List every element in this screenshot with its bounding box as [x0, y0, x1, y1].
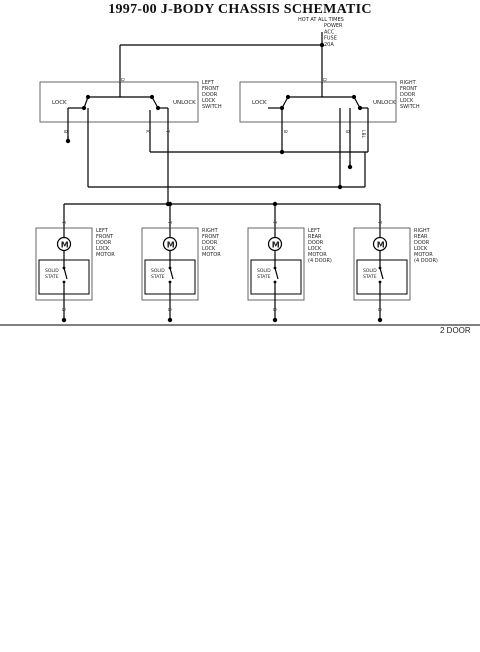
motor-2-solid-label-2: STATE — [151, 274, 165, 280]
motor-4-top-pin: T — [376, 220, 382, 224]
motor-1-switch — [63, 267, 68, 280]
motor-1-ground-icon — [61, 317, 67, 323]
switch-1-ground-icon — [65, 138, 71, 144]
motor-3-solid-label-2: STATE — [257, 274, 271, 280]
motor-4-icon — [372, 236, 388, 252]
switch-2-pin-2: B — [344, 130, 350, 133]
dynamic-layer: HOT AT ALL TIMESPOWERACCFUSE20ALEFTFRONT… — [35, 17, 438, 323]
motor-1-symbol: M — [61, 241, 69, 250]
motor-4-solid-label-2: STATE — [363, 274, 377, 280]
switch-1-unlock-label: UNLOCK — [173, 100, 196, 106]
switch-1-label-3: DOOR — [202, 92, 218, 98]
power-label-2: POWER — [324, 23, 343, 29]
left-switch-box — [39, 81, 199, 123]
motor-4-label-6: (4 DOOR) — [414, 258, 438, 264]
motor-4-label-2: REAR — [414, 234, 428, 240]
motor-3-label-6: (4 DOOR) — [308, 258, 332, 264]
power-label-1: HOT AT ALL TIMES — [298, 17, 344, 23]
motor-4-symbol: M — [377, 241, 385, 250]
motor-2-label-1: RIGHT — [202, 228, 219, 234]
page-title: 1997-00 J-BODY CHASSIS SCHEMATIC — [108, 2, 372, 17]
motor-4-label-3: DOOR — [414, 240, 430, 246]
motor-1-solid-label-2: STATE — [45, 274, 59, 280]
switch-2-pin-3: LBL — [360, 130, 366, 139]
motor-1-bottom-pin: B — [60, 308, 66, 311]
switch-1-label-4: LOCK — [202, 98, 216, 104]
switch-1-pin-3: T — [164, 129, 170, 133]
switch-2-top-pin: D — [321, 78, 327, 82]
motor-2-symbol: M — [167, 241, 175, 250]
switch-1-label-1: LEFT — [202, 80, 215, 86]
switch-1-label-5: SWITCH — [202, 104, 222, 110]
motor-2-top-pin: T — [166, 220, 172, 224]
motor-4-contact-1 — [378, 266, 382, 270]
motor-2-ground-icon — [167, 317, 173, 323]
motor-1-label-5: MOTOR — [96, 252, 115, 258]
motor-3-switch — [274, 267, 279, 280]
switch-2-label-2: FRONT — [400, 86, 418, 92]
switch-1-lock-label: LOCK — [52, 100, 67, 106]
door-count-label: 2 DOOR — [440, 326, 471, 335]
switch-2-label-3: DOOR — [400, 92, 416, 98]
motor-3-label-2: REAR — [308, 234, 322, 240]
motor-2-icon — [162, 236, 178, 252]
right-switch-box — [239, 81, 397, 123]
motor-2-label-2: FRONT — [202, 234, 220, 240]
motor-3-label-4: LOCK — [308, 246, 322, 252]
switch-1-pin-2: K — [144, 130, 150, 134]
motor-2-contact-1 — [168, 266, 172, 270]
motor-3-contact-1 — [273, 266, 277, 270]
motor-1-label-4: LOCK — [96, 246, 110, 252]
motor-3-bottom-pin: B — [271, 308, 277, 311]
motor-1-label-1: LEFT — [96, 228, 109, 234]
motor-4-label-1: RIGHT — [414, 228, 431, 234]
motor-2-label-4: LOCK — [202, 246, 216, 252]
motor-4-solid-label-1: SOLID — [363, 268, 377, 274]
switch-1-pin-1: B — [62, 130, 68, 133]
motor-4-box — [353, 227, 411, 301]
switch-2-lock-label: LOCK — [252, 100, 267, 106]
motor-3-icon — [267, 236, 283, 252]
power-label-5: 20A — [324, 42, 334, 48]
motor-3-label-1: LEFT — [308, 228, 321, 234]
motor-1-top-pin: T — [60, 220, 66, 224]
motor-3-ground-icon — [272, 317, 278, 323]
switch-2-ground-icon — [347, 164, 353, 170]
motor-4-bottom-pin: B — [376, 308, 382, 311]
switch-2-label-5: SWITCH — [400, 104, 420, 110]
power-label-4: FUSE — [324, 36, 337, 42]
switch-2-pin-1: B — [282, 130, 288, 133]
motor-4-label-4: LOCK — [414, 246, 428, 252]
motor-4-switch — [379, 267, 384, 280]
motor-3-top-pin: T — [271, 220, 277, 224]
motor-4-ground-icon — [377, 317, 383, 323]
motor-1-solid-label-1: SOLID — [45, 268, 59, 274]
motor-2-bottom-pin: B — [166, 308, 172, 311]
motor-4-label-5: MOTOR — [414, 252, 433, 258]
motor-1-label-2: FRONT — [96, 234, 114, 240]
switch-2-label-1: RIGHT — [400, 80, 417, 86]
switch-1-top-pin: D — [119, 78, 125, 82]
motor-3-box — [247, 227, 305, 301]
motor-4-solid-state-box — [356, 259, 408, 295]
motor-3-solid-state-box — [250, 259, 302, 295]
switch-2-unlock-label: UNLOCK — [373, 100, 396, 106]
motor-3-label-3: DOOR — [308, 240, 324, 246]
motor-1-icon — [56, 236, 72, 252]
power-label-3: ACC — [324, 29, 335, 35]
motor-2-label-5: MOTOR — [202, 252, 221, 258]
motor-3-solid-label-1: SOLID — [257, 268, 271, 274]
motor-2-switch — [169, 267, 174, 280]
motor-3-label-5: MOTOR — [308, 252, 327, 258]
switch-2-label-4: LOCK — [400, 98, 414, 104]
motor-1-label-3: DOOR — [96, 240, 112, 246]
motor-2-label-3: DOOR — [202, 240, 218, 246]
motor-1-contact-1 — [62, 266, 66, 270]
motor-3-symbol: M — [272, 241, 280, 250]
switch-1-label-2: FRONT — [202, 86, 220, 92]
motor-2-solid-label-1: SOLID — [151, 268, 165, 274]
